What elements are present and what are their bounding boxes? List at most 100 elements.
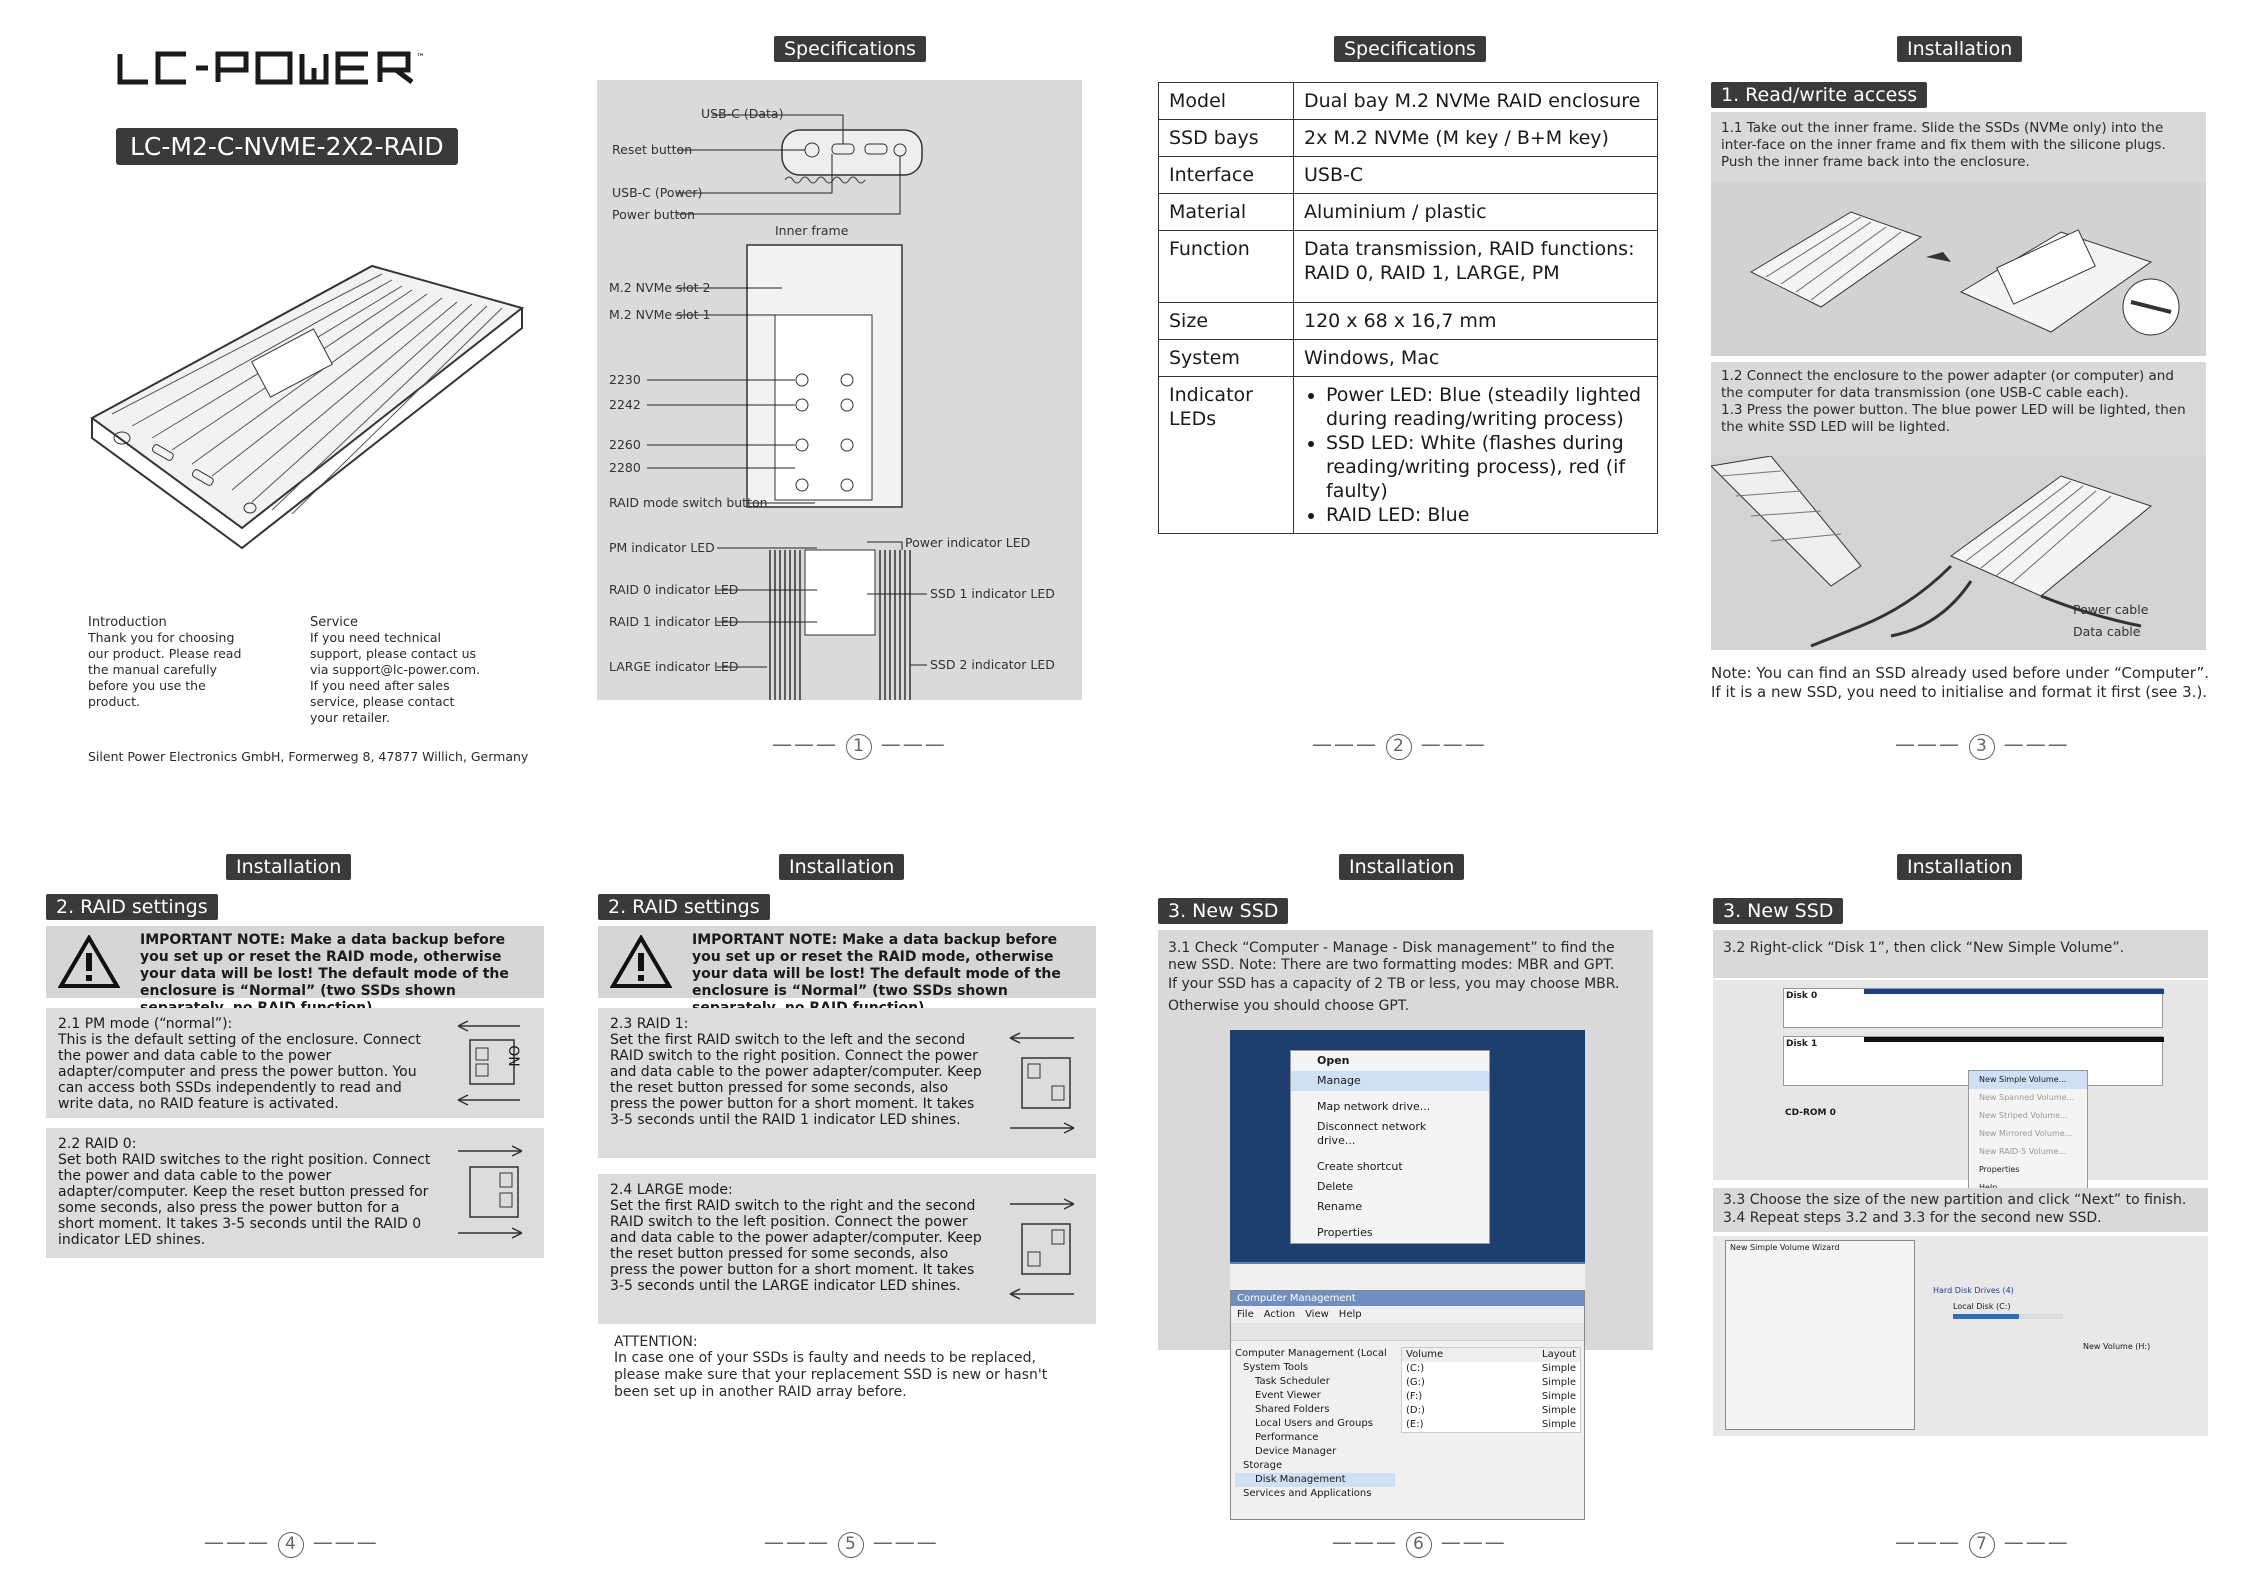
switch-raid1-icon (1009, 1032, 1075, 1134)
label-raid1-led: RAID 1 indicator LED (609, 614, 739, 629)
table-row[interactable]: (G:)Simple (1406, 1377, 1576, 1388)
page-7: Installation 3. New SSD 3.2 Right-click … (1675, 800, 2245, 1587)
page-number: ——— 6 ——— (1332, 1530, 1507, 1558)
menu-item-create-shortcut[interactable]: Create shortcut (1317, 1160, 1403, 1173)
page-number: ——— 5 ——— (764, 1530, 939, 1558)
page-title: Specifications (774, 36, 926, 62)
table-row[interactable]: (E:)Simple (1406, 1419, 1576, 1430)
step-2-text: 3.2 Right-click “Disk 1”, then click “Ne… (1723, 940, 2125, 956)
page-number: ——— 3 ——— (1895, 732, 2070, 760)
menu-action[interactable]: Action (1263, 1309, 1296, 1320)
label-pm-led: PM indicator LED (609, 540, 715, 555)
menu-item[interactable]: New Striped Volume... (1979, 1111, 2068, 1120)
tree-item-disk-management[interactable]: Disk Management (1235, 1473, 1395, 1487)
svg-text:™: ™ (416, 53, 425, 63)
insert-ssd-illustration (1749, 211, 2180, 336)
pm-mode-box: 2.1 PM mode (“normal”): This is the defa… (46, 1008, 544, 1118)
menu-item-delete[interactable]: Delete (1317, 1180, 1354, 1193)
label-raid0-led: RAID 0 indicator LED (609, 582, 739, 597)
column-layout[interactable]: Layout (1542, 1349, 1576, 1360)
step-1-text: 3.1 Check “Computer - Manage - Disk mana… (1168, 940, 1615, 973)
raid0-box: 2.2 RAID 0: Set both RAID switches to th… (46, 1128, 544, 1258)
attention-title: ATTENTION: (614, 1334, 698, 1350)
menu-item-disconnect-drive[interactable]: Disconnect network drive... (1317, 1120, 1427, 1147)
label-power-led: Power indicator LED (905, 535, 1031, 550)
tree-item[interactable]: Local Users and Groups (1255, 1418, 1373, 1429)
step-1-box: 1.1 Take out the inner frame. Slide the … (1711, 112, 2206, 356)
menu-item[interactable]: New RAID-5 Volume... (1979, 1147, 2067, 1156)
menu-item[interactable]: Help (1969, 1179, 2087, 1197)
table-row: Indicator LEDs Power LED: Blue (steadily… (1158, 376, 1658, 534)
label-2260: 2260 (609, 437, 641, 452)
label-usb-power: USB-C (Power) (612, 185, 703, 200)
table-row[interactable]: (D:)Simple (1406, 1405, 1576, 1416)
label-power-button: Power button (612, 207, 695, 222)
tree-item[interactable]: Computer Management (Local (1235, 1348, 1387, 1359)
cdrom-row[interactable]: CD-ROM 0 (1785, 1108, 1836, 1118)
toolbar (1231, 1323, 1584, 1341)
disk-context-menu: New Simple Volume... New Spanned Volume.… (1968, 1070, 2088, 1198)
table-row[interactable]: (C:)Simple (1406, 1363, 1576, 1374)
page-title: Installation (1897, 854, 2023, 880)
raid1-title: 2.3 RAID 1: (610, 1016, 689, 1032)
enclosure-front-diagram (647, 114, 927, 700)
page-number: ——— 1 ——— (772, 732, 947, 760)
menubar: File Action View Help (1231, 1306, 1584, 1323)
menu-item-manage[interactable]: Manage (1291, 1071, 1489, 1091)
disk0-row[interactable]: Disk 0 (1783, 988, 2164, 1028)
step-3-box: 3.3 Choose the size of the new partition… (1713, 1188, 2208, 1232)
label-2242: 2242 (609, 397, 641, 412)
computer-management-panel: Computer Management File Action View Hel… (1230, 1290, 1585, 1520)
column-volume[interactable]: Volume (1406, 1349, 1444, 1360)
page-1: Specifications (560, 0, 1120, 790)
section-heading: 2. RAID settings (46, 894, 218, 920)
menu-item-open[interactable]: Open (1317, 1054, 1350, 1067)
page-title: Installation (779, 854, 905, 880)
menu-item-rename[interactable]: Rename (1317, 1200, 1363, 1213)
page-6: Installation 3. New SSD 3.1 Check “Compu… (1120, 800, 1675, 1587)
volume-list: Volume Layout (C:)Simple (G:)Simple (F:)… (1401, 1347, 1581, 1433)
label-slot2: M.2 NVMe slot 2 (609, 280, 711, 295)
new-volume-h[interactable]: New Volume (H:) (2083, 1342, 2151, 1351)
label-inner-frame: Inner frame (775, 223, 849, 238)
section-heading: 3. New SSD (1713, 898, 1844, 924)
tree-item[interactable]: Storage (1243, 1460, 1283, 1471)
address: Silent Power Electronics GmbH, Formerweg… (88, 749, 529, 764)
model-badge: LC-M2-C-NVME-2X2-RAID (116, 128, 458, 165)
menu-item[interactable]: Properties (1979, 1165, 2020, 1174)
lc-power-logo: ™ (116, 48, 496, 92)
tree-item[interactable]: Performance (1255, 1432, 1319, 1443)
tree-item[interactable]: Event Viewer (1255, 1390, 1321, 1401)
menu-file[interactable]: File (1237, 1309, 1254, 1320)
tree-item[interactable]: Shared Folders (1255, 1404, 1330, 1415)
switch-raid0-icon (458, 1145, 523, 1239)
menu-help[interactable]: Help (1338, 1309, 1362, 1320)
section-heading: 1. Read/write access (1711, 82, 1928, 108)
tree-item[interactable]: Task Scheduler (1255, 1376, 1330, 1387)
tree-item[interactable]: System Tools (1243, 1362, 1309, 1373)
label-usb-data: USB-C (Data) (701, 106, 784, 121)
menu-item[interactable]: New Mirrored Volume... (1979, 1129, 2073, 1138)
label-large-led: LARGE indicator LED (609, 659, 739, 674)
tree-item[interactable]: Services and Applications (1243, 1488, 1372, 1499)
menu-item-map-drive[interactable]: Map network drive... (1317, 1100, 1431, 1113)
step-1-illustration (1711, 182, 2206, 356)
label-raid-switch: RAID mode switch button (609, 495, 768, 510)
table-row[interactable]: (F:)Simple (1406, 1391, 1576, 1402)
warning-text: IMPORTANT NOTE: Make a data backup befor… (140, 932, 509, 1016)
menu-item-new-simple-volume[interactable]: New Simple Volume... (1969, 1071, 2087, 1089)
raid1-body: Set the first RAID switch to the left an… (610, 1032, 982, 1128)
tree-item[interactable]: Device Manager (1255, 1446, 1337, 1457)
page-title: Installation (1339, 854, 1465, 880)
menu-item-properties[interactable]: Properties (1317, 1226, 1373, 1239)
context-menu: Open Manage Map network drive... Disconn… (1290, 1050, 1490, 1244)
wizard-window: New Simple Volume Wizard (1725, 1240, 1915, 1430)
menu-view[interactable]: View (1305, 1309, 1329, 1320)
menu-item[interactable]: New Spanned Volume... (1979, 1093, 2075, 1102)
step-2-box: 1.2 Connect the enclosure to the power a… (1709, 362, 2206, 650)
local-disk-c[interactable]: Local Disk (C:) (1953, 1302, 2011, 1311)
